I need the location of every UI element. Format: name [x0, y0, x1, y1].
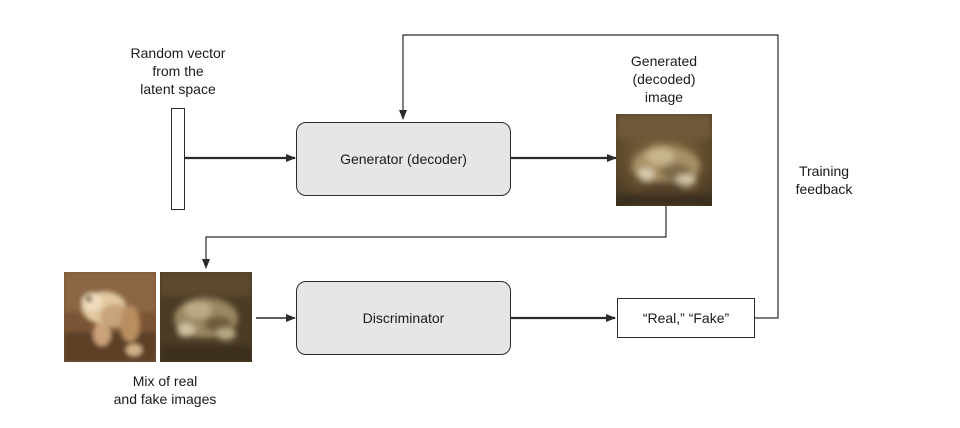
generated-label-line-2: (decoded) — [632, 71, 696, 87]
generated-label-line-1: Generated — [630, 53, 698, 69]
latent-label-line-2: from the — [152, 63, 204, 79]
real-fake-output-box: “Real,” “Fake” — [617, 298, 755, 338]
generated-label-line-3: image — [644, 89, 684, 105]
mix-label-line-1: Mix of real — [132, 373, 198, 389]
generated-image-label: Generated (decoded) image — [604, 52, 724, 106]
latent-vector-label: Random vector from the latent space — [108, 44, 248, 98]
feedback-label-line-1: Training — [798, 163, 850, 179]
latent-vector-bar — [171, 108, 185, 210]
arrow-training-feedback — [399, 34, 779, 319]
training-feedback-label: Training feedback — [782, 162, 866, 198]
mix-label-line-2: and fake images — [113, 391, 217, 407]
discriminator-label: Discriminator — [362, 310, 445, 326]
fake-frog-image — [160, 272, 252, 362]
mix-images-label: Mix of real and fake images — [90, 372, 240, 408]
generator-label: Generator (decoder) — [340, 151, 467, 167]
discriminator-box: Discriminator — [296, 281, 511, 355]
real-frog-image — [64, 272, 156, 362]
latent-label-line-1: Random vector — [130, 45, 226, 61]
real-fake-label: “Real,” “Fake” — [642, 310, 730, 326]
generated-frog-image — [616, 114, 712, 206]
arrow-image-to-mix — [202, 206, 667, 269]
generator-box: Generator (decoder) — [296, 122, 511, 196]
feedback-label-line-2: feedback — [795, 181, 853, 197]
latent-label-line-3: latent space — [140, 81, 216, 97]
